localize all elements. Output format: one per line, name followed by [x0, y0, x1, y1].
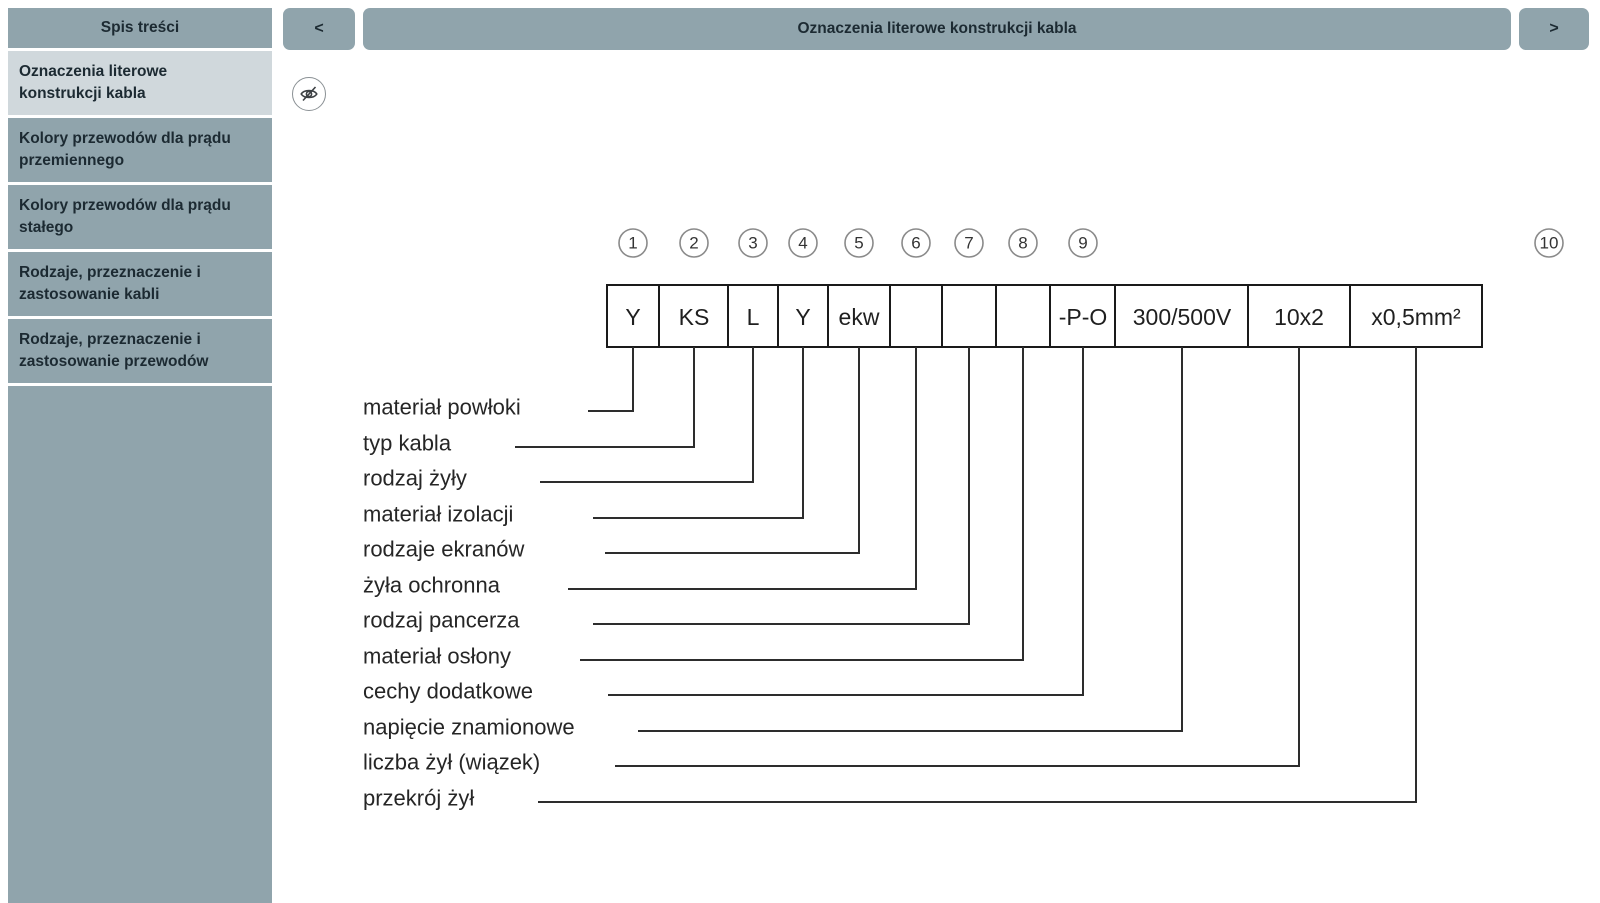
label-rodzaj-zyly: rodzaj żyły: [363, 466, 467, 491]
connector-line-6: [568, 347, 917, 590]
connector-line-5: [605, 347, 860, 554]
next-page-button[interactable]: >: [1519, 8, 1589, 50]
code-box-text-1: Y: [625, 304, 640, 330]
position-number-7: 7: [964, 234, 973, 253]
position-circle-1: [618, 228, 648, 258]
previous-page-button[interactable]: <: [283, 8, 355, 50]
connector-line-12: [538, 347, 1417, 803]
sidebar-item-rodzaje-kabli[interactable]: Rodzaje, przeznaczenie i zastosowanie ka…: [8, 252, 272, 316]
page-title: Oznaczenia literowe konstrukcji kabla: [363, 8, 1511, 50]
connector-line-9: [608, 347, 1084, 696]
sidebar-item-kolory-przemienny[interactable]: Kolory przewodów dla prądu przemiennego: [8, 118, 272, 182]
code-box-text-3: L: [747, 304, 760, 330]
code-box-text-2: KS: [679, 304, 710, 330]
code-box-4: [777, 284, 829, 348]
eye-off-icon: [300, 86, 318, 102]
label-rodzaj-pancerza: rodzaj pancerza: [363, 608, 520, 633]
code-boxes: Y KS L Y ekw -P-O 300/500V 10x2 x0,5mm²: [606, 284, 1483, 348]
code-box-text-4: Y: [795, 304, 810, 330]
label-cechy-dodatkowe: cechy dodatkowe: [363, 679, 533, 704]
sidebar-item-rodzaje-przewodow[interactable]: Rodzaje, przeznaczenie i zastosowanie pr…: [8, 319, 272, 383]
code-box-text-5: ekw: [839, 304, 880, 330]
connector-line-1: [588, 347, 634, 412]
toggle-visibility-button[interactable]: [292, 77, 326, 111]
connector-lines: [515, 347, 1417, 803]
position-circle-6: [901, 228, 931, 258]
position-number-5: 5: [854, 234, 863, 253]
sidebar-filler: [8, 386, 272, 903]
position-circle-2: [679, 228, 709, 258]
position-circle-7: [954, 228, 984, 258]
position-circle-10: [1534, 228, 1564, 258]
code-box-11: [1247, 284, 1351, 348]
label-material-oslony: materiał osłony: [363, 644, 511, 669]
position-number-3: 3: [748, 234, 757, 253]
code-box-12: [1349, 284, 1483, 348]
position-circle-4: [788, 228, 818, 258]
position-number-10: 10: [1540, 234, 1559, 253]
table-of-contents: Spis treści Oznaczenia literowe konstruk…: [8, 8, 272, 903]
position-circle-9: [1068, 228, 1098, 258]
label-napiecie-znamionowe: napięcie znamionowe: [363, 715, 575, 740]
label-typ-kabla: typ kabla: [363, 431, 452, 456]
code-box-6: [889, 284, 943, 348]
connector-line-8: [580, 347, 1024, 661]
label-liczba-zyl: liczba żył (wiązek): [363, 750, 540, 775]
position-number-6: 6: [911, 234, 920, 253]
position-number-4: 4: [798, 234, 807, 253]
sidebar-item-oznaczenia-literowe[interactable]: Oznaczenia literowe konstrukcji kabla: [8, 51, 272, 115]
sidebar-item-kolory-staly[interactable]: Kolory przewodów dla prądu stałego: [8, 185, 272, 249]
code-box-7: [941, 284, 997, 348]
code-box-text-11: 10x2: [1274, 304, 1324, 330]
position-circle-5: [844, 228, 874, 258]
connector-line-7: [593, 347, 970, 625]
position-number-1: 1: [628, 234, 637, 253]
position-number-9: 9: [1078, 234, 1087, 253]
label-zyla-ochronna: żyła ochronna: [363, 573, 501, 598]
toc-title: Spis treści: [8, 8, 272, 48]
connector-line-10: [638, 347, 1183, 732]
code-box-text-9: -P-O: [1059, 304, 1108, 330]
connector-line-4: [593, 347, 804, 519]
code-box-10: [1114, 284, 1249, 348]
label-rodzaje-ekranow: rodzaje ekranów: [363, 537, 525, 562]
connector-line-3: [540, 347, 754, 483]
code-box-8: [995, 284, 1051, 348]
label-przekroj-zyl: przekrój żył: [363, 786, 474, 811]
code-box-5: [827, 284, 891, 348]
connector-line-2: [515, 347, 695, 448]
diagram-labels: materiał powłoki typ kabla rodzaj żyły m…: [363, 395, 575, 811]
code-box-text-12: x0,5mm²: [1371, 304, 1461, 330]
label-material-powloki: materiał powłoki: [363, 395, 521, 420]
connector-line-11: [615, 347, 1300, 767]
position-number-2: 2: [689, 234, 698, 253]
position-circles: 1 2 3 4 5 6 7 8 9 10: [618, 228, 1564, 258]
position-circle-8: [1008, 228, 1038, 258]
position-circle-3: [738, 228, 768, 258]
code-box-text-10: 300/500V: [1133, 304, 1232, 330]
label-material-izolacji: materiał izolacji: [363, 502, 513, 527]
position-number-8: 8: [1018, 234, 1027, 253]
